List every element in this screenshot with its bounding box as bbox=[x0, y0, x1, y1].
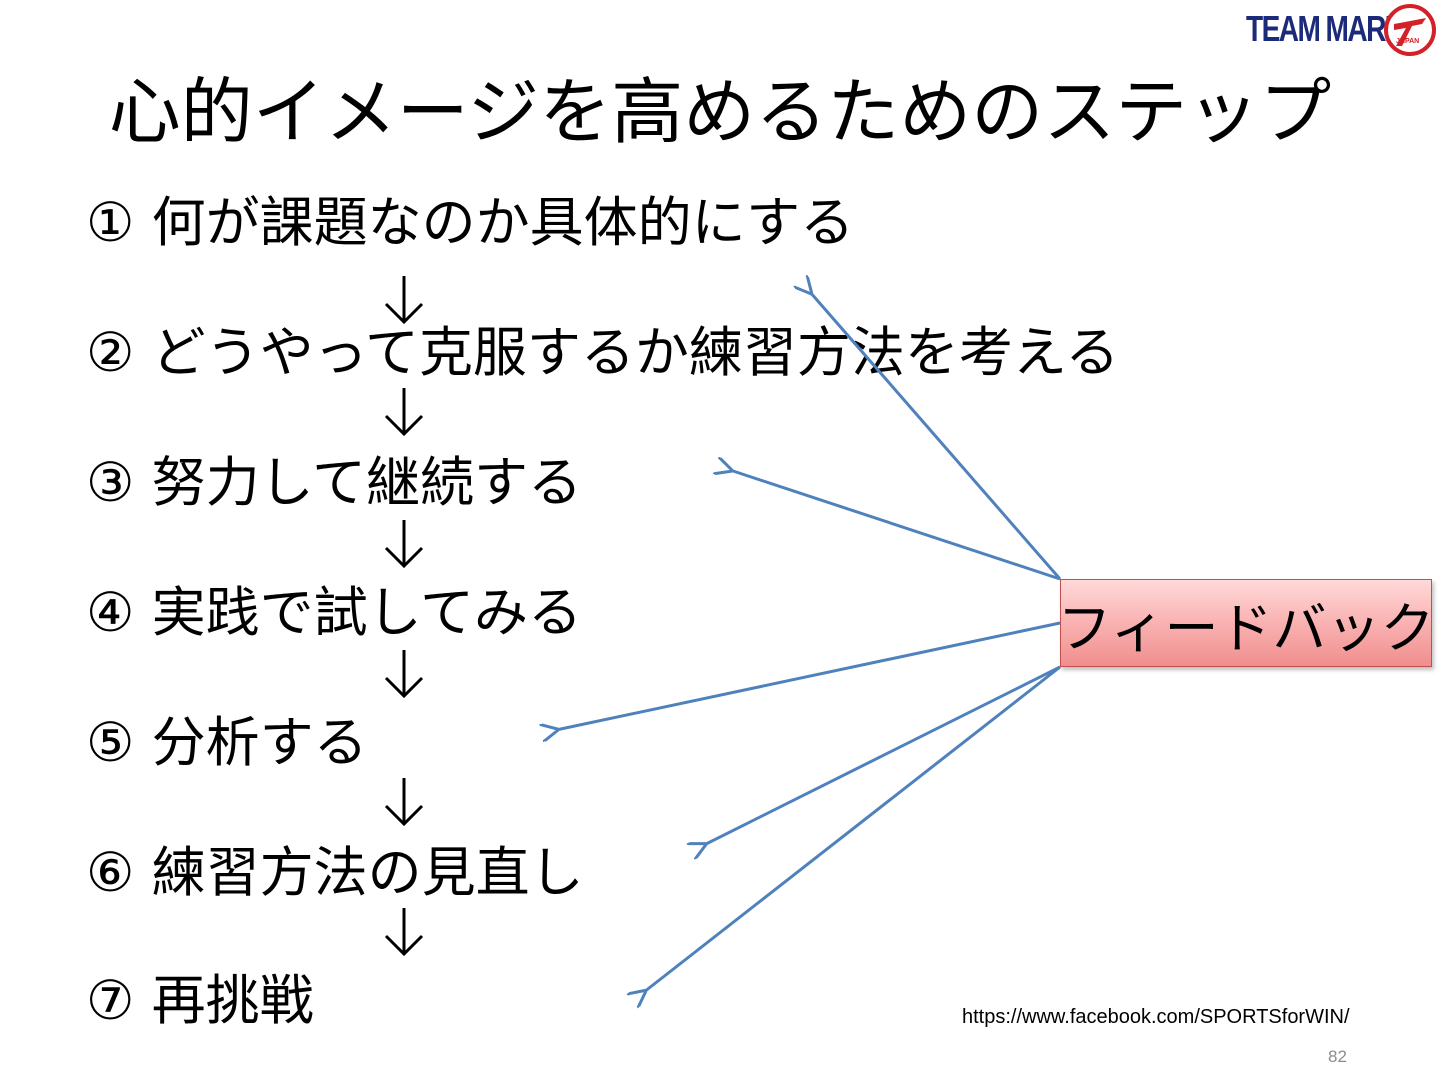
feedback-label: フィードバック bbox=[1057, 596, 1435, 660]
team-maru-logo: TEAM MARU JAPAN bbox=[1246, 2, 1438, 58]
step-3: ③ 努力して継続する bbox=[86, 451, 582, 514]
page-number: 82 bbox=[1328, 1047, 1347, 1066]
down-arrow-icon bbox=[384, 650, 424, 699]
feedback-arrow-step-5 bbox=[556, 621, 1061, 730]
feedback-box: フィードバック bbox=[1057, 579, 1435, 667]
down-arrow-icon bbox=[384, 276, 424, 325]
circle-logo-icon bbox=[1384, 4, 1436, 56]
down-arrow-icon bbox=[384, 388, 424, 437]
down-arrow-icon bbox=[384, 778, 424, 827]
step-6: ⑥ 練習方法の見直し bbox=[86, 841, 584, 904]
logo-text: TEAM MARU bbox=[1246, 8, 1405, 49]
logo-subtext: JAPAN bbox=[1396, 38, 1420, 45]
step-1: ① 何が課題なのか具体的にする bbox=[86, 191, 855, 254]
feedback-arrow-step-7 bbox=[644, 665, 1061, 992]
feedback-arrow-step-3 bbox=[730, 470, 1061, 581]
step-7: ⑦ 再挑戦 bbox=[86, 969, 314, 1032]
source-url: https://www.facebook.com/SPORTSforWIN/ bbox=[962, 1006, 1350, 1028]
step-5: ⑤ 分析する bbox=[86, 711, 368, 774]
step-4: ④ 実践で試してみる bbox=[86, 581, 582, 644]
down-arrow-icon bbox=[384, 908, 424, 957]
down-arrow-icon bbox=[384, 520, 424, 569]
step-2: ② どうやって克服するか練習方法を考える bbox=[86, 321, 1120, 384]
slide-title: 心的イメージを高めるためのステップ bbox=[108, 70, 1332, 154]
feedback-arrow-step-6 bbox=[704, 665, 1061, 845]
